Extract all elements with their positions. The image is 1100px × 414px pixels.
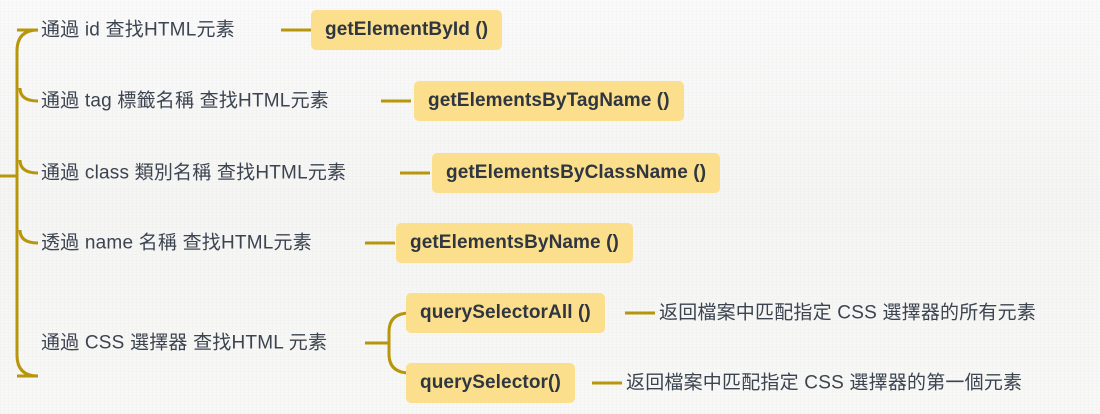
branch-tick-tag	[18, 87, 39, 103]
method-badge-getelementsbyclassname[interactable]: getElementsByClassName ()	[432, 153, 721, 193]
method-badge-getelementsbyname[interactable]: getElementsByName ()	[396, 223, 633, 263]
branch-tick-class	[18, 159, 39, 175]
branch-tick-name	[18, 229, 39, 245]
method-badge-getelementsbytagname[interactable]: getElementsByTagName ()	[414, 81, 684, 121]
description-queryselector: 返回檔案中匹配指定 CSS 選擇器的第一個元素	[626, 372, 1023, 394]
main-spine	[15, 28, 39, 378]
method-badge-queryselectorall[interactable]: querySelectorAll ()	[406, 293, 605, 333]
branch-label-class[interactable]: 通過 class 類別名稱 查找HTML元素	[41, 162, 347, 184]
description-queryselectorall: 返回檔案中匹配指定 CSS 選擇器的所有元素	[659, 302, 1037, 324]
branch-label-id[interactable]: 通過 id 查找HTML元素	[41, 19, 235, 41]
branch-label-css-selector[interactable]: 通過 CSS 選擇器 查找HTML 元素	[41, 332, 328, 354]
branch-label-name[interactable]: 透過 name 名稱 查找HTML元素	[41, 232, 312, 254]
method-badge-getelementbyid[interactable]: getElementById ()	[311, 10, 503, 50]
branch-label-tag[interactable]: 通過 tag 標籤名稱 查找HTML元素	[41, 90, 329, 112]
method-badge-queryselector[interactable]: querySelector()	[406, 363, 575, 403]
